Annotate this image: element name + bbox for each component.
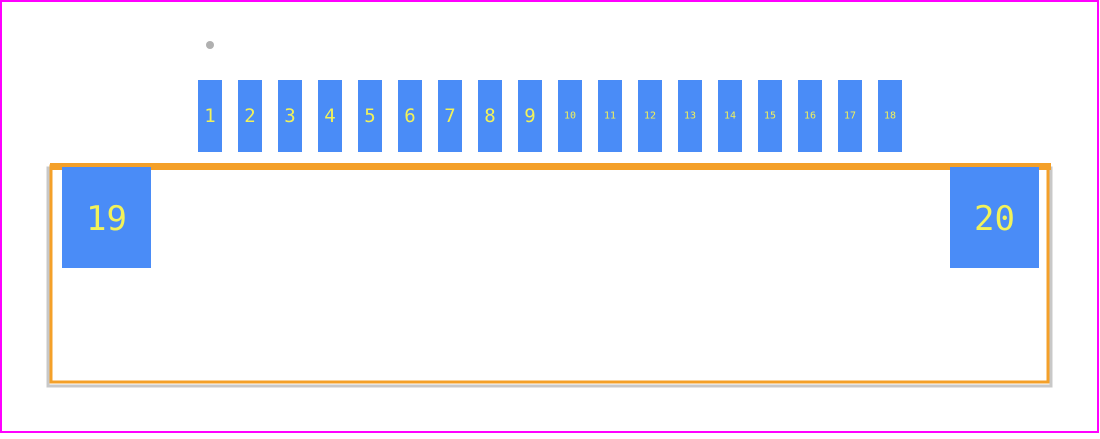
pad-13: 13: [678, 80, 702, 152]
pad-shape: [878, 80, 902, 152]
pad-label: 7: [444, 105, 455, 127]
pad-shape: [638, 80, 662, 152]
pad-16: 16: [798, 80, 822, 152]
pad-shape: [198, 80, 222, 152]
pad-shape: [678, 80, 702, 152]
outline-top-edge: [50, 163, 1051, 170]
pad-label: 19: [86, 199, 127, 239]
pad-shape: [518, 80, 542, 152]
pad-19: 19: [62, 167, 151, 268]
pad-shape: [62, 167, 151, 268]
component-outline: [46, 163, 1053, 388]
pad-9: 9: [518, 80, 542, 152]
pad-label: 16: [804, 111, 816, 122]
pad-shape: [438, 80, 462, 152]
pad-label: 13: [684, 111, 696, 122]
pad-3: 3: [278, 80, 302, 152]
pad-label: 20: [974, 199, 1015, 239]
pad-label: 12: [644, 111, 656, 122]
pad-label: 6: [404, 105, 415, 127]
pad-10: 10: [558, 80, 582, 152]
pad-shape: [358, 80, 382, 152]
pad-shape: [318, 80, 342, 152]
pad-5: 5: [358, 80, 382, 152]
pad-1: 1: [198, 80, 222, 152]
pad-label: 8: [484, 105, 495, 127]
pad-label: 2: [244, 105, 255, 127]
pad-7: 7: [438, 80, 462, 152]
pad-shape: [598, 80, 622, 152]
pad-label: 4: [324, 105, 335, 127]
pad-shape: [478, 80, 502, 152]
pad-label: 15: [764, 111, 776, 122]
pad-11: 11: [598, 80, 622, 152]
pad-14: 14: [718, 80, 742, 152]
pad-8: 8: [478, 80, 502, 152]
pad-15: 15: [758, 80, 782, 152]
pad-label: 9: [524, 105, 535, 127]
pad-shape: [398, 80, 422, 152]
pad-12: 12: [638, 80, 662, 152]
pad-shape: [558, 80, 582, 152]
pad-20: 20: [950, 167, 1039, 268]
pad-4: 4: [318, 80, 342, 152]
pad-label: 10: [564, 111, 576, 122]
pad-shape: [950, 167, 1039, 268]
pin1-marker-dot: [206, 41, 214, 49]
pad-label: 18: [884, 111, 896, 122]
pad-18: 18: [878, 80, 902, 152]
pad-shape: [838, 80, 862, 152]
pad-17: 17: [838, 80, 862, 152]
pad-2: 2: [238, 80, 262, 152]
pad-shape: [758, 80, 782, 152]
pad-shape: [718, 80, 742, 152]
pad-label: 17: [844, 111, 856, 122]
pad-label: 14: [724, 111, 736, 122]
pad-6: 6: [398, 80, 422, 152]
pad-label: 1: [204, 105, 215, 127]
pad-shape: [238, 80, 262, 152]
pad-shape: [798, 80, 822, 152]
pad-shape: [278, 80, 302, 152]
pad-label: 5: [364, 105, 375, 127]
outline-shadow: [46, 166, 1053, 388]
pad-label: 3: [284, 105, 295, 127]
pad-label: 11: [604, 111, 616, 122]
outline-body: [49, 164, 1050, 384]
